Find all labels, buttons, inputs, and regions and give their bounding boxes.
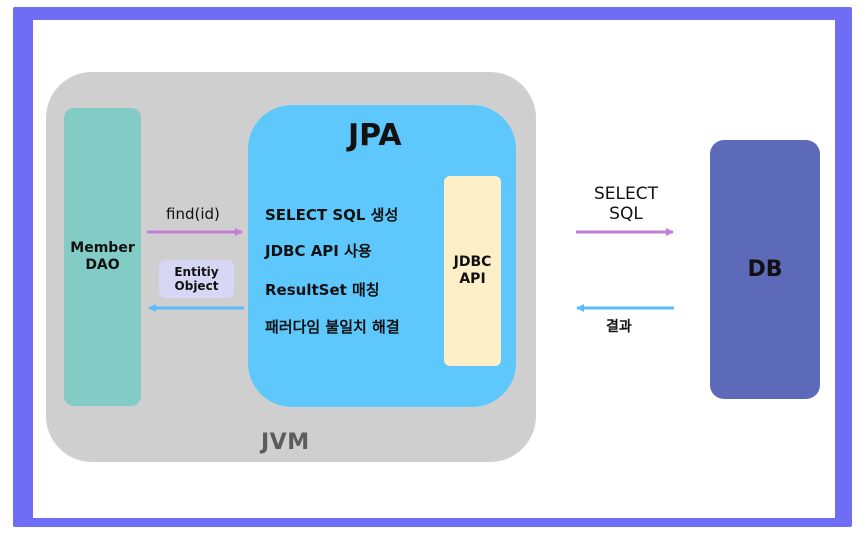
entity-object-label-line1: Entitiy	[174, 265, 219, 279]
jdbc-api-label-line1: JDBC	[453, 254, 492, 270]
jpa-item-resultset: ResultSet 매칭	[265, 281, 380, 299]
jpa-item-jdbc-api: JDBC API 사용	[265, 242, 372, 260]
entity-object-label-line2: Object	[174, 279, 219, 293]
jdbc-api-box: JDBC API	[444, 176, 501, 366]
jpa-title: JPA	[348, 118, 402, 153]
select-sql-label-line2: SQL	[609, 204, 643, 224]
jdbc-api-label-line2: API	[459, 271, 486, 287]
entity-object-box: Entitiy Object	[159, 260, 234, 298]
member-dao-label-line1: Member	[70, 240, 135, 256]
select-sql-label-line1: SELECT	[594, 184, 658, 204]
jpa-item-paradigm: 패러다임 불일치 해결	[265, 318, 400, 336]
member-dao-label-line2: DAO	[85, 257, 120, 273]
find-id-label: find(id)	[166, 205, 220, 223]
db-box: DB	[710, 140, 820, 399]
member-dao-box: Member DAO	[64, 108, 141, 406]
db-label: DB	[747, 257, 783, 282]
jvm-label: JVM	[261, 430, 310, 455]
result-label: 결과	[606, 319, 632, 335]
select-sql-label: SELECT SQL	[576, 184, 676, 224]
jpa-item-select-sql: SELECT SQL 생성	[265, 206, 399, 224]
